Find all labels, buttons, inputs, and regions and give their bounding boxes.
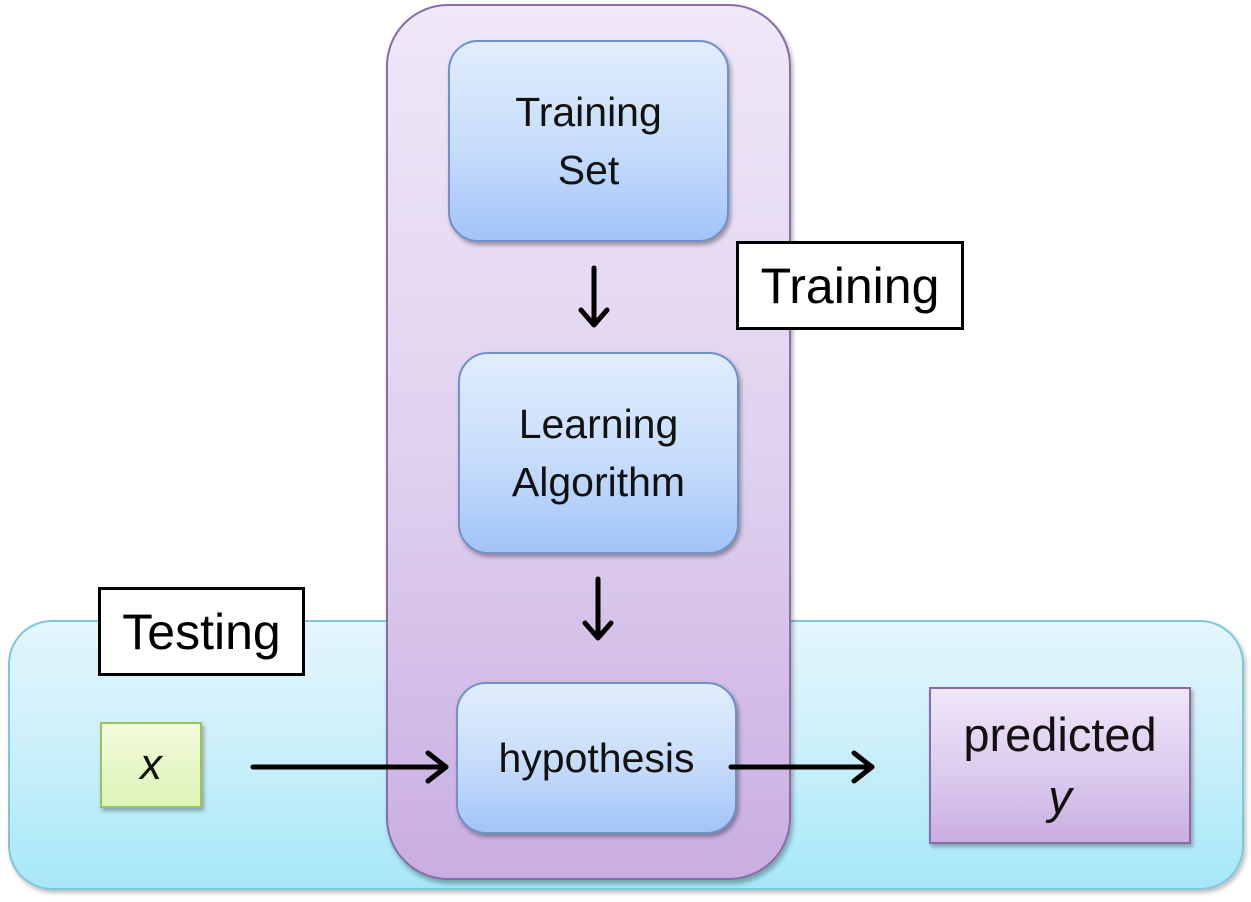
- testing-label-text: Testing: [122, 603, 281, 660]
- training-set-label-line-1: Training: [515, 89, 662, 135]
- training-label-text: Training: [760, 257, 940, 314]
- learning-algorithm-node: Learning Algorithm: [458, 352, 739, 554]
- input-x-node: x: [100, 722, 202, 808]
- y-variable-label: y: [1048, 769, 1072, 823]
- learning-algorithm-label-line-2: Algorithm: [511, 459, 686, 505]
- hypothesis-label: hypothesis: [498, 735, 695, 781]
- input-x-label: x: [140, 740, 162, 789]
- training-set-node: Training Set: [448, 40, 729, 242]
- training-set-label-line-2: Set: [557, 147, 620, 193]
- learning-algorithm-label-line-1: Learning: [518, 401, 679, 447]
- predicted-label: predicted: [963, 707, 1157, 761]
- training-label: Training: [736, 241, 964, 330]
- hypothesis-node: hypothesis: [456, 682, 737, 834]
- predicted-y-node: predicted y: [929, 687, 1191, 844]
- testing-label: Testing: [98, 587, 305, 676]
